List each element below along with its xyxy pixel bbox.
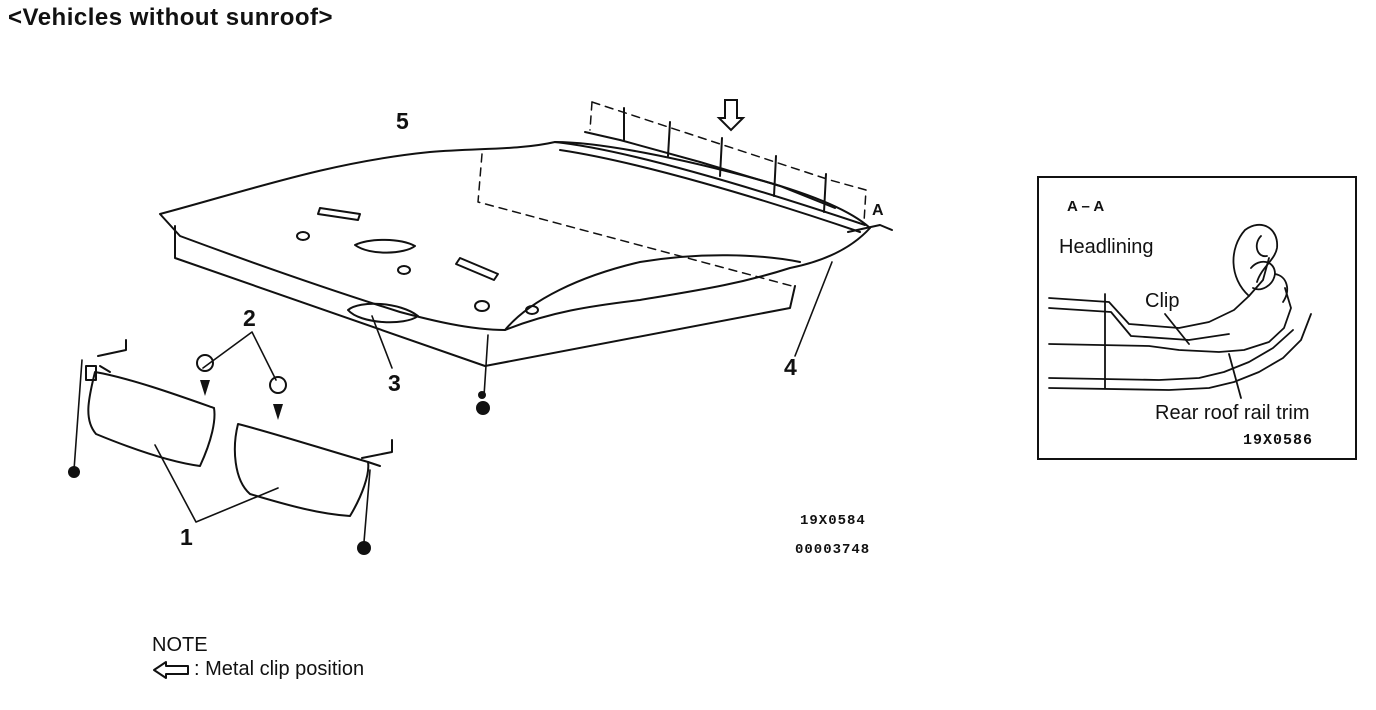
callout-4: 4 <box>784 354 797 380</box>
callout-5: 5 <box>396 108 409 134</box>
label-clip: Clip <box>1145 290 1180 312</box>
callout-3: 3 <box>388 370 401 396</box>
callout-leaders <box>73 261 833 543</box>
section-arrow <box>847 224 893 233</box>
figure-code-secondary: 00003748 <box>795 542 871 558</box>
hollow-left-arrow-icon <box>152 660 192 680</box>
dashed-outline <box>477 101 867 287</box>
clip-fasteners <box>68 354 490 555</box>
rear-rail-trim <box>584 107 836 213</box>
callout-1: 1 <box>180 524 193 550</box>
sun-visor-right <box>233 423 393 517</box>
section-detail-box: A – A Headlining Clip Rear roof rail tri… <box>1037 176 1357 460</box>
console-openings <box>296 207 539 324</box>
label-headlining: Headlining <box>1059 236 1154 258</box>
note-heading: NOTE <box>152 634 208 656</box>
section-detail-drawing <box>1048 224 1312 399</box>
metal-clip-arrow <box>716 99 746 132</box>
callout-section-a: A <box>872 202 884 219</box>
headlining-panel <box>159 141 871 367</box>
figure-code-main: 19X0584 <box>800 513 866 529</box>
callout-2: 2 <box>243 305 256 331</box>
sun-visor-left <box>85 339 216 467</box>
figure-code-detail: 19X0586 <box>1243 432 1314 449</box>
section-label: A – A <box>1067 198 1105 215</box>
label-rear-roof-rail-trim: Rear roof rail trim <box>1155 402 1310 424</box>
note-text: : Metal clip position <box>194 658 365 680</box>
note-legend: : Metal clip position <box>152 658 364 681</box>
page-title: <Vehicles without sunroof> <box>8 4 334 31</box>
